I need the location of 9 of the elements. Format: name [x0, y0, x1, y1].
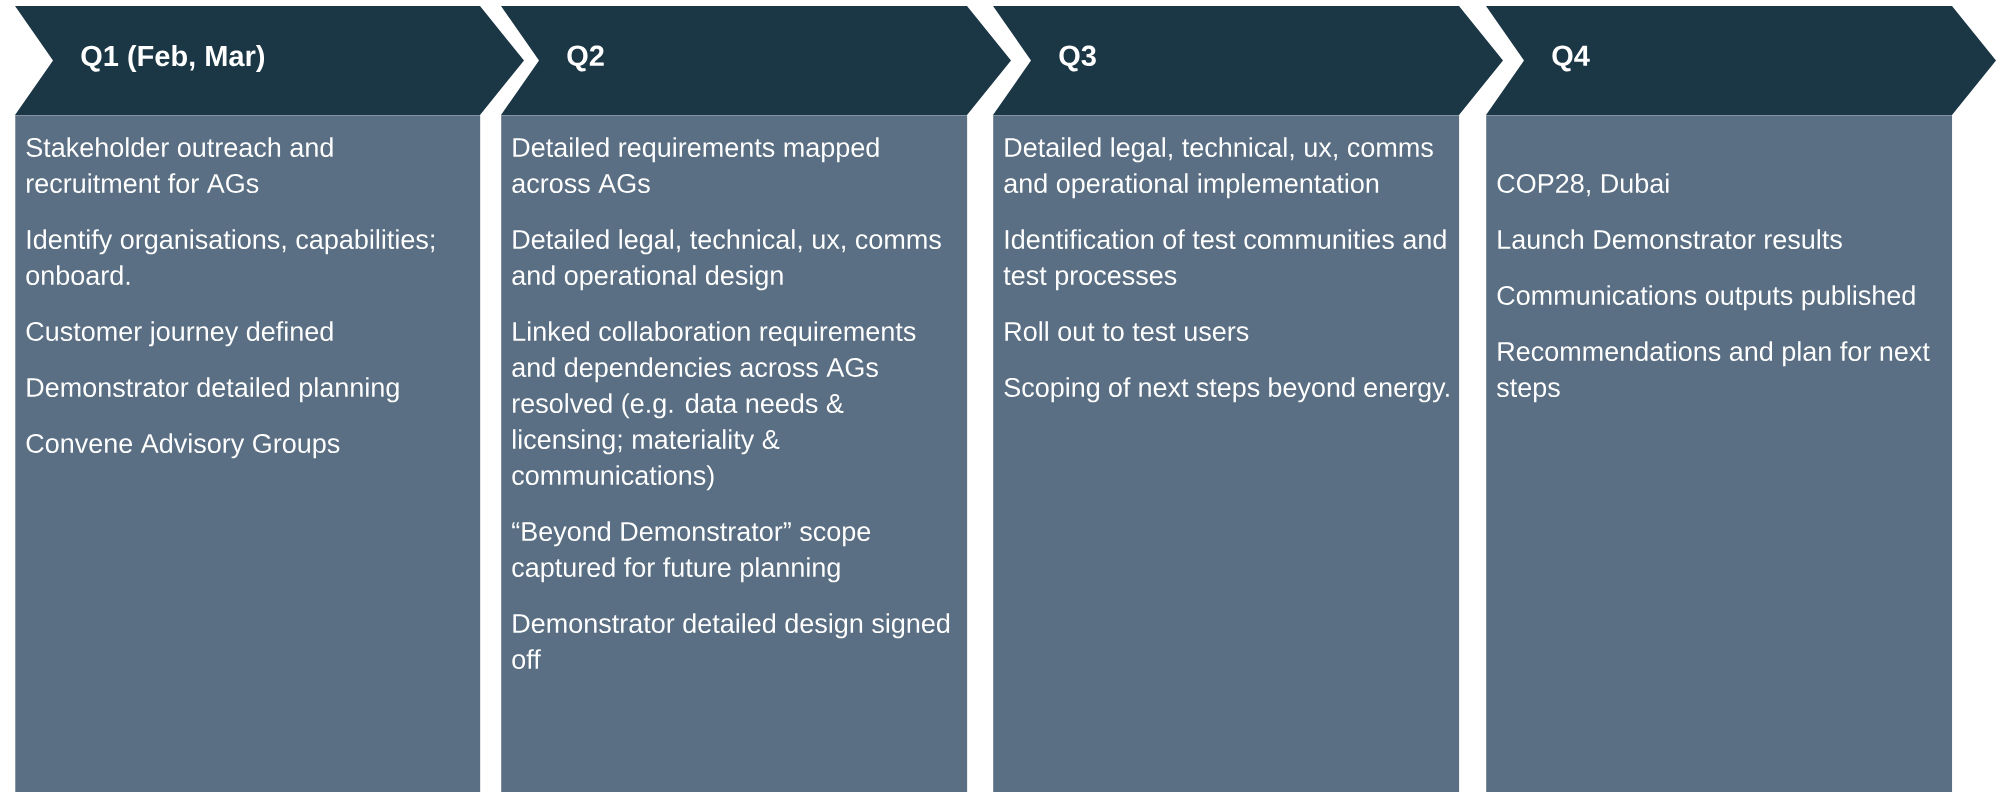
- chevron-header: Q1 (Feb, Mar): [15, 6, 524, 115]
- chevron-header: Q2: [501, 6, 1011, 115]
- chevron-header: Q4: [1486, 6, 1996, 115]
- text-panel: COP28, Dubai Launch Demonstrator results Communications outputs published Recommendations and plan for next steps: [1486, 115, 1953, 792]
- chevron-header: Q3: [993, 6, 1503, 115]
- text-panel: Stakeholder outreach and recruitment for AGs Identify organisations, capabilities; onboard. Customer journey defined Demonstrator detailed planning Convene Advisory Groups: [15, 115, 481, 792]
- text-panel: Detailed requirements mapped across AGs Detailed legal, technical, ux, comms and operational design Linked collaboration requirements and dependencies across AGs resolved (e.g. data needs & licensing; materiality & communications) “Beyond Demonstrator” scope captured for future planning Demonstrator detailed design signed off: [501, 115, 968, 792]
- text-panel: Detailed legal, technical, ux, comms and operational implementation Identification of test communities and test processes Roll out to test users Scoping of next steps beyond energy.: [993, 115, 1460, 792]
- node-label: Q1 (Feb, Mar): [81, 44, 265, 73]
